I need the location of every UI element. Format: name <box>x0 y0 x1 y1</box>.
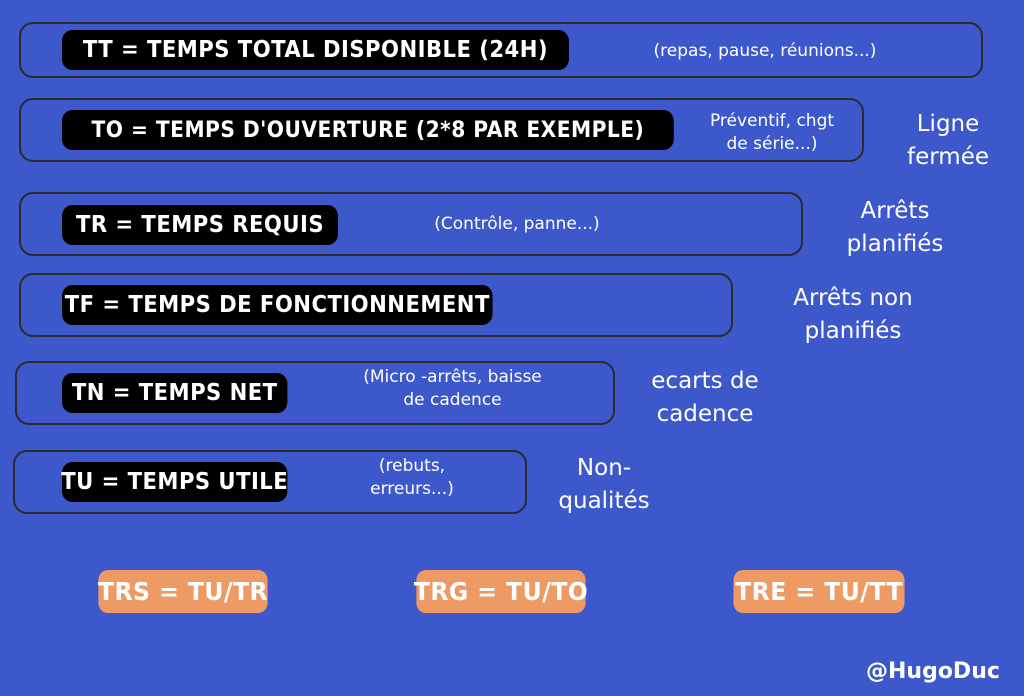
time-note-to: Préventif, chgt de série...) <box>709 111 835 155</box>
time-note-tu: (rebuts, erreurs...) <box>370 456 454 500</box>
time-pill-tn: TN = TEMPS NET <box>62 373 288 413</box>
time-bar-tr <box>19 192 803 256</box>
loss-label-arrets-planifies: Arrêts planifiés <box>846 198 944 257</box>
time-pill-tt: TT = TEMPS TOTAL DISPONIBLE (24H) <box>62 30 569 70</box>
time-note-tt: (repas, pause, réunions...) <box>653 41 877 61</box>
kpi-pill-trg: TRG = TU/TO <box>414 570 588 613</box>
time-bar-tf <box>19 273 733 337</box>
time-pill-to: TO = TEMPS D'OUVERTURE (2*8 PAR EXEMPLE) <box>62 110 674 150</box>
kpi-pill-trs: TRS = TU/TR <box>98 570 268 613</box>
time-note-tr: (Contrôle, panne...) <box>434 214 600 234</box>
loss-label-non-qualites: Non- qualités <box>558 455 650 514</box>
time-pill-tf: TF = TEMPS DE FONCTIONNEMENT <box>62 285 493 325</box>
time-note-tn: (Micro -arrêts, baisse de cadence <box>363 367 542 411</box>
kpi-pill-tre: TRE = TU/TT <box>733 570 905 613</box>
time-bar-tn <box>15 361 615 425</box>
loss-label-ecarts-de-cadence: ecarts de cadence <box>651 368 759 427</box>
time-bar-tu <box>13 450 527 514</box>
time-bar-to <box>19 98 864 162</box>
time-bar-tt <box>19 22 983 78</box>
watermark-handle: @HugoDuc <box>866 659 1000 684</box>
loss-label-arrets-non-planifies: Arrêts non planifiés <box>793 285 913 344</box>
time-pill-tr: TR = TEMPS REQUIS <box>62 205 338 245</box>
time-pill-tu: TU = TEMPS UTILE <box>61 462 288 502</box>
loss-label-ligne-fermee: Ligne fermée <box>906 111 989 170</box>
